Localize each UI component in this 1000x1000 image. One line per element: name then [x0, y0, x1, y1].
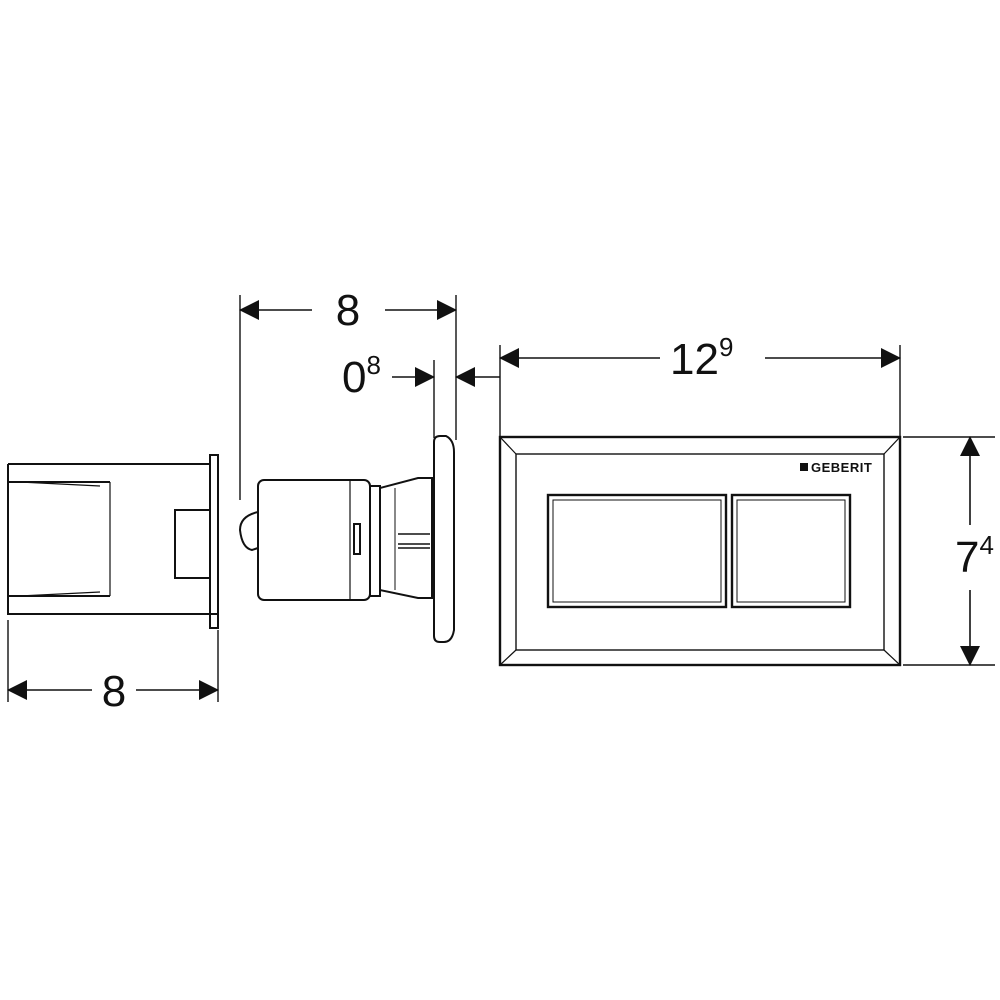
large-flush-button [546, 493, 728, 609]
plate-side-view [433, 435, 455, 643]
dim-label-frame-gap: 08 [342, 350, 381, 402]
housing-box [7, 454, 219, 629]
brand-logo-square [800, 463, 808, 471]
dim-label-housing-depth: 8 [102, 667, 126, 716]
dim-label-plate-height: 74 [955, 530, 994, 582]
small-flush-button [730, 493, 852, 609]
actuator-mechanism [238, 477, 433, 601]
dim-label-installation-depth: 8 [336, 286, 360, 335]
dim-label-plate-width: 129 [670, 332, 733, 384]
dimension-lines [7, 300, 980, 700]
extension-lines [7, 295, 995, 702]
brand-label: GEBERIT [811, 460, 872, 475]
flush-plate-front [498, 435, 902, 667]
